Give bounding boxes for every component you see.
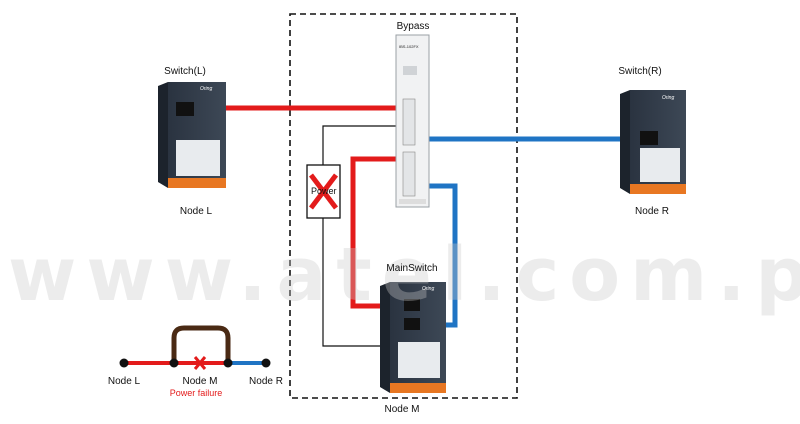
switch-l-brand-logo: Oring bbox=[200, 86, 213, 92]
legend-node-r-label: Node R bbox=[249, 376, 283, 387]
main-switch-label: MainSwitch bbox=[386, 263, 438, 274]
switch-r-device bbox=[620, 90, 686, 194]
power-cable bbox=[322, 125, 398, 347]
legend-power-failure-label: Power failure bbox=[169, 388, 223, 398]
legend-diagram bbox=[119, 325, 271, 370]
node-m-label: Node M bbox=[384, 404, 420, 415]
legend-node-r-dot bbox=[261, 358, 271, 368]
watermark: www.atel.com.pl bbox=[8, 232, 800, 318]
switch-l-label: Switch(L) bbox=[164, 66, 206, 77]
legend-node-l-label: Node L bbox=[107, 376, 141, 387]
legend-bypass-arc bbox=[171, 325, 231, 363]
legend-fail-x-icon bbox=[193, 356, 207, 370]
bypass-device bbox=[395, 34, 430, 208]
switch-l-device bbox=[158, 82, 226, 188]
node-m-boundary bbox=[289, 13, 518, 399]
legend-node-m-label: Node M bbox=[182, 376, 218, 387]
bypass-model-label: IBS-102FX bbox=[399, 44, 419, 49]
power-box bbox=[306, 164, 341, 219]
legend-node-m2-dot bbox=[223, 358, 233, 368]
bypass-label: Bypass bbox=[396, 21, 430, 32]
main-switch-device bbox=[380, 282, 446, 393]
node-r-label: Node R bbox=[635, 206, 669, 217]
switch-r-label: Switch(R) bbox=[618, 66, 662, 77]
power-fail-x-icon bbox=[309, 173, 338, 210]
legend-node-m1-dot bbox=[169, 358, 179, 368]
switch-r-brand-logo: Oring bbox=[662, 95, 675, 101]
main-switch-brand-logo: Oring bbox=[422, 286, 435, 292]
power-label: Power bbox=[311, 186, 337, 196]
node-l-label: Node L bbox=[179, 206, 213, 217]
legend-node-l-dot bbox=[119, 358, 129, 368]
